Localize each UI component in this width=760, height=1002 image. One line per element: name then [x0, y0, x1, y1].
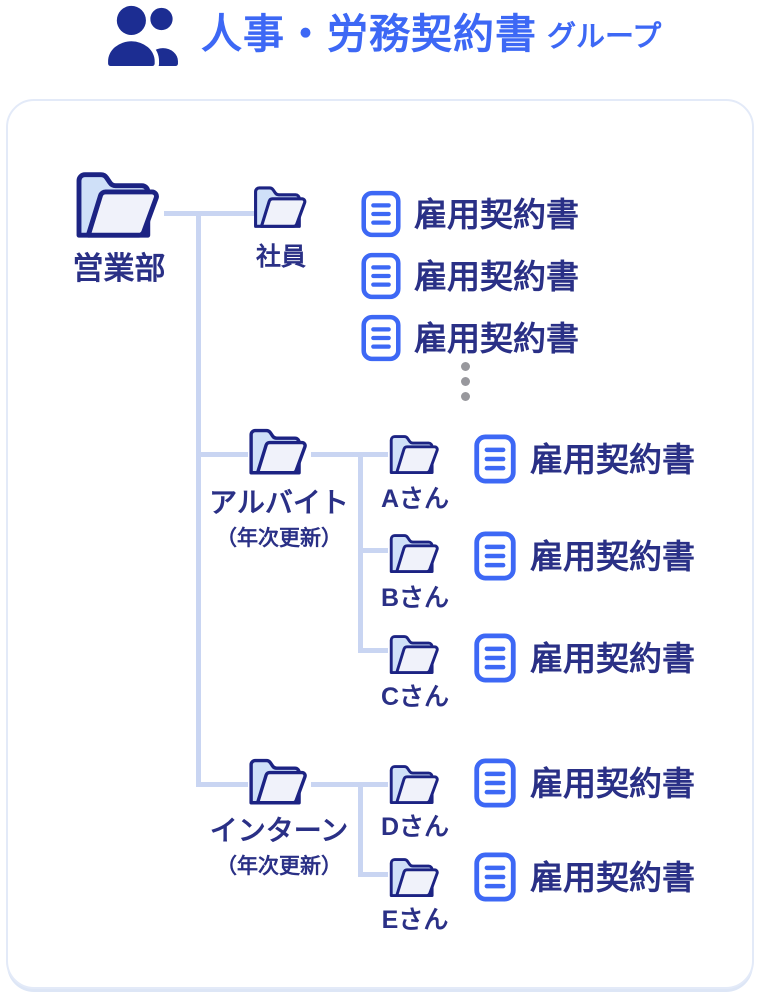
intern-folder-note: （年次更新）: [216, 855, 342, 878]
connector-line: [358, 782, 363, 877]
document-label: 雇用契約書: [530, 639, 695, 677]
document-row: 雇用契約書: [361, 252, 579, 300]
document-icon: [361, 314, 401, 362]
document-row: 雇用契約書: [361, 190, 579, 238]
connector-line: [196, 211, 201, 787]
ellipsis-dot: [461, 362, 470, 371]
document-label: 雇用契約書: [530, 858, 695, 896]
c-san-folder-label: Cさん: [380, 683, 450, 711]
folder-icon-b-san: [386, 526, 444, 580]
a-san-folder-label: Aさん: [380, 485, 450, 513]
diagram-card: [6, 99, 754, 989]
more-documents-ellipsis: [461, 362, 471, 401]
document-label: 雇用契約書: [530, 764, 695, 802]
ellipsis-dot: [461, 377, 470, 386]
folder-icon-c-san: [386, 627, 444, 681]
folder-icon-a-san: [386, 427, 444, 481]
document-row: 雇用契約書: [473, 633, 695, 683]
document-icon: [473, 758, 517, 808]
document-row: 雇用契約書: [473, 852, 695, 902]
document-label: 雇用契約書: [414, 195, 579, 233]
connector-line: [358, 872, 388, 877]
connector-line: [311, 782, 388, 787]
arbeit-folder-note: （年次更新）: [216, 527, 342, 550]
ellipsis-dot: [461, 392, 470, 401]
folder-icon-d-san: [386, 757, 444, 811]
document-row: 雇用契約書: [361, 314, 579, 362]
document-icon: [361, 190, 401, 238]
document-icon: [473, 852, 517, 902]
document-label: 雇用契約書: [530, 440, 695, 478]
connector-line: [358, 648, 388, 653]
document-label: 雇用契約書: [414, 319, 579, 357]
shain-folder-label: 社員: [255, 243, 306, 271]
document-row: 雇用契約書: [473, 758, 695, 808]
folder-icon-shain: [250, 181, 312, 232]
connector-line: [196, 452, 248, 457]
folder-icon-root: [70, 164, 168, 244]
people-group-icon: [103, 2, 185, 68]
document-label: 雇用契約書: [530, 537, 695, 575]
folder-icon-arbeit: [245, 423, 313, 479]
header-title-wrap: 人事・労務契約書 グループ: [201, 11, 661, 58]
document-icon: [473, 531, 517, 581]
arbeit-folder-label: アルバイト: [209, 487, 349, 518]
document-row: 雇用契約書: [473, 531, 695, 581]
document-icon: [473, 633, 517, 683]
document-row: 雇用契約書: [473, 434, 695, 484]
document-icon: [361, 252, 401, 300]
page-title-suffix: グループ: [547, 20, 662, 53]
connector-line: [311, 452, 388, 457]
folder-icon-e-san: [386, 850, 444, 904]
document-icon: [473, 434, 517, 484]
connector-line: [196, 782, 248, 787]
page-title: 人事・労務契約書: [201, 11, 537, 58]
intern-folder-label: インターン: [209, 815, 349, 846]
b-san-folder-label: Bさん: [380, 584, 450, 612]
root-folder-label: 営業部: [72, 251, 166, 286]
e-san-folder-label: Eさん: [381, 906, 449, 934]
connector-line: [164, 211, 254, 216]
header: 人事・労務契約書 グループ: [103, 0, 661, 70]
folder-icon-intern: [245, 753, 313, 809]
connector-line: [358, 548, 388, 553]
document-label: 雇用契約書: [414, 257, 579, 295]
d-san-folder-label: Dさん: [380, 813, 450, 841]
